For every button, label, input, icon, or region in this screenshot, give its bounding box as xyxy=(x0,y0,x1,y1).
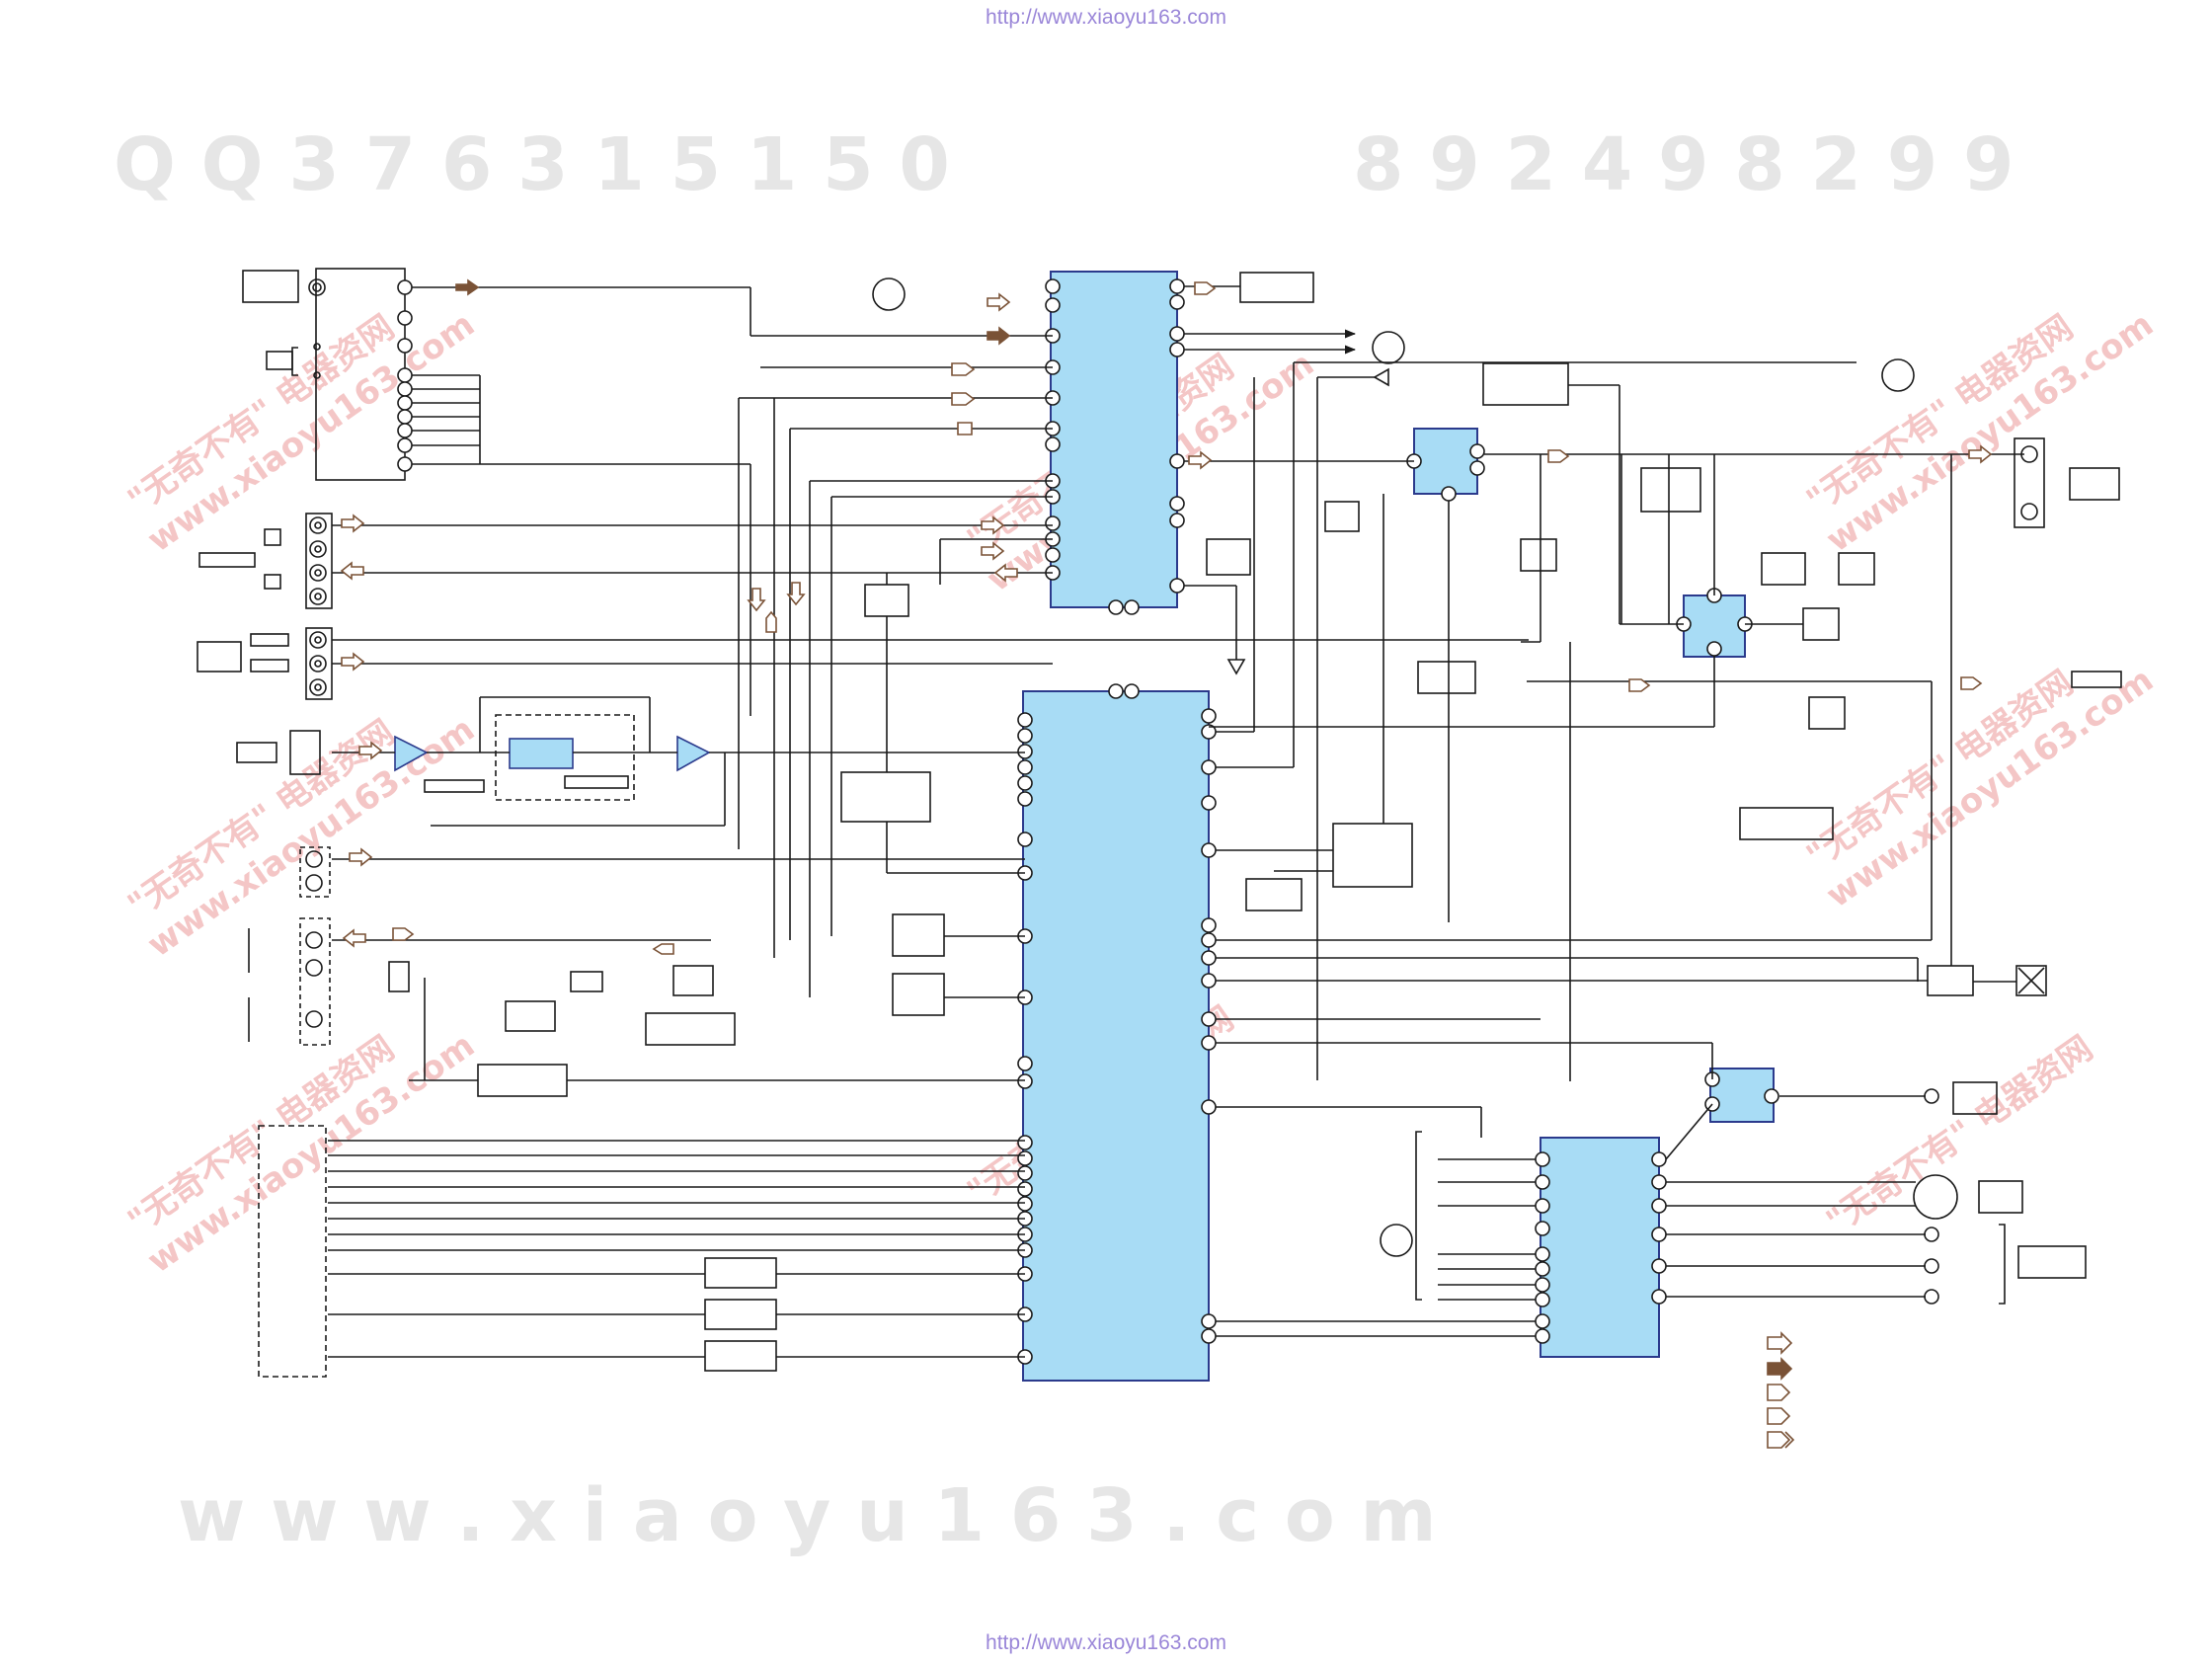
watermark-site-3: www.xiaoyu163.com xyxy=(1819,305,2161,561)
tab-arrow-icon xyxy=(1767,1384,1791,1401)
solid-arrow-icon xyxy=(1767,1357,1793,1381)
chip-eq-block xyxy=(509,738,574,769)
buffer-box-2 xyxy=(704,1299,777,1330)
hollow-arrow-icon xyxy=(1767,1331,1793,1355)
watermark-site-6: www.xiaoyu163.com xyxy=(140,1026,482,1282)
output-box-top xyxy=(1239,272,1314,303)
mid-box-3 xyxy=(892,913,945,957)
header-url[interactable]: http://www.xiaoyu163.com xyxy=(986,6,1226,29)
footer-url[interactable]: http://www.xiaoyu163.com xyxy=(986,1631,1226,1654)
chip-lower-right-ic xyxy=(1540,1137,1660,1358)
chip-main-controller xyxy=(1022,690,1210,1382)
dashed-jack-group-2 xyxy=(299,917,331,1046)
lower-ic-pins xyxy=(1535,1151,1667,1344)
dashed-eq-module xyxy=(495,714,635,801)
mic-label-box xyxy=(236,742,277,763)
watermark-site-4: www.xiaoyu163.com xyxy=(140,710,482,966)
output-terminal xyxy=(2014,437,2045,528)
regulator-box xyxy=(1482,362,1569,406)
ref-circle-bottom xyxy=(1380,1224,1413,1257)
ref-circle-left xyxy=(872,277,906,311)
jack-panel-1 xyxy=(305,513,333,609)
legend xyxy=(1767,1331,1795,1449)
dashed-jack-group-1 xyxy=(299,846,331,898)
chip-selector xyxy=(1709,1068,1775,1123)
upper-ic-right-pins xyxy=(1108,278,1185,699)
signal-arrows xyxy=(340,278,1993,955)
din-connector xyxy=(1913,1174,1958,1220)
ref-circle-right xyxy=(1881,358,1915,392)
label-box-small xyxy=(266,351,293,370)
mid-box-2 xyxy=(840,771,931,823)
buffer-box-3 xyxy=(704,1340,777,1372)
dashed-connector-bl xyxy=(258,1125,327,1378)
watermark-chinese-8: "无奇不有" 电器资网 xyxy=(1819,1028,2099,1241)
watermark-qq: Q Q 3 7 6 3 1 5 1 5 0 xyxy=(114,122,950,207)
main-ic-right-pins xyxy=(1201,708,1217,1344)
watermark-number: 8 9 2 4 9 8 2 9 9 xyxy=(1353,122,2014,207)
watermark-site: w w w . x i a o y u 1 6 3 . c o m xyxy=(178,1473,1437,1558)
chip-amp-block xyxy=(1413,428,1478,495)
mid-box-4 xyxy=(892,973,945,1016)
chip-upper-ic xyxy=(1050,271,1178,608)
double-tab-arrow-icon xyxy=(1767,1431,1795,1449)
buffer-box-1 xyxy=(704,1257,777,1289)
watermark-site-5: www.xiaoyu163.com xyxy=(1819,661,2161,916)
label-box-tl xyxy=(242,270,299,303)
tl-block-pins xyxy=(397,279,413,472)
ref-circle-top xyxy=(1372,331,1405,364)
tab-arrow-icon xyxy=(1767,1407,1791,1425)
mid-box-1 xyxy=(864,584,909,617)
